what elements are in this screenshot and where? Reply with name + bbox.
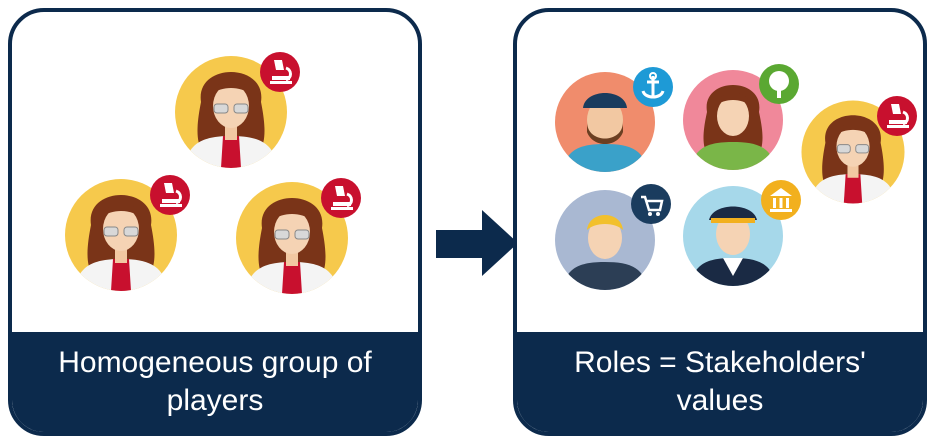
- caption-right: Roles = Stakeholders' values: [517, 332, 923, 432]
- caption-text: Roles = Stakeholders' values: [574, 346, 866, 417]
- bank-icon: [761, 180, 801, 220]
- environmentalist-avatar: [683, 64, 799, 170]
- panel-homogeneous-group: Homogeneous group of players: [8, 8, 422, 436]
- caption-left: Homogeneous group of players: [12, 332, 418, 432]
- panel-stakeholder-roles: Roles = Stakeholders' values: [513, 8, 927, 436]
- scientist-avatar: [65, 173, 192, 291]
- scientists-illustration: [12, 50, 363, 332]
- captain-avatar: [683, 180, 801, 286]
- scientist-avatar: [801, 94, 919, 204]
- sailor-avatar: [555, 67, 673, 172]
- scientist-avatar: [175, 50, 302, 168]
- stakeholders-illustration: [555, 64, 919, 290]
- consumer-avatar: [555, 184, 671, 290]
- microscope-icon: [319, 176, 363, 220]
- scientist-avatar: [236, 176, 363, 294]
- microscope-icon: [875, 94, 919, 138]
- arrow-right-icon: [436, 210, 518, 276]
- tree-icon: [759, 64, 799, 104]
- anchor-icon: [633, 67, 673, 107]
- shopping-cart-icon: [631, 184, 671, 224]
- caption-text: Homogeneous group of players: [58, 346, 372, 417]
- microscope-icon: [148, 173, 192, 217]
- microscope-icon: [258, 50, 302, 94]
